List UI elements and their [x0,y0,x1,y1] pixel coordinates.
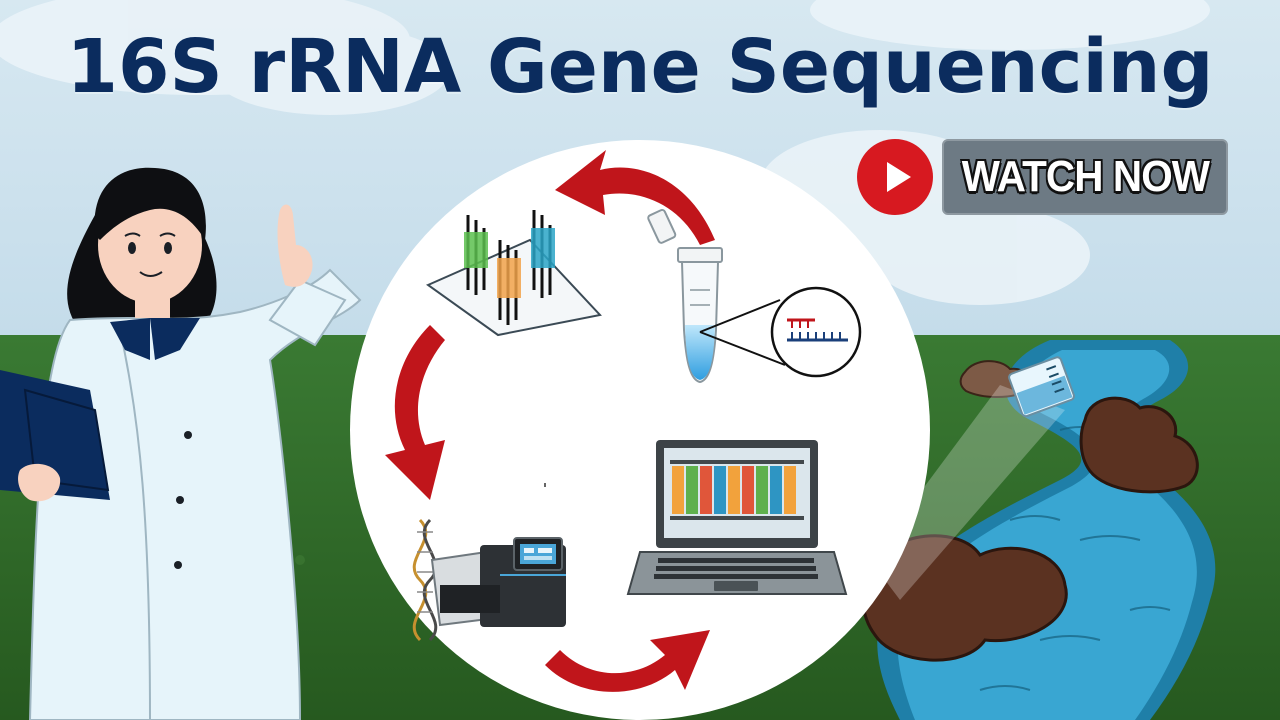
watch-now-button[interactable]: WATCH NOW [856,138,1228,216]
rocks [861,360,1199,662]
dna-primer-magnifier-icon [699,286,862,378]
arrow-top [555,150,715,245]
watch-now-label-box[interactable]: WATCH NOW [942,139,1228,215]
rock-icon [861,534,1068,662]
cycle-arrows [385,150,715,692]
youtube-play-icon[interactable] [856,138,934,216]
scientist-illustration [0,167,362,720]
arrow-bottom [545,630,710,692]
microcentrifuge-tube-icon [647,208,723,384]
dna-helix-icon [412,518,438,642]
watch-now-label: WATCH NOW [961,152,1209,201]
sequencer-machine-icon [430,537,566,627]
page-title: 16S rRNA Gene Sequencing [66,24,1214,110]
rock-icon [1079,396,1199,494]
sequencing-slide-icon [425,210,602,337]
process-circle [350,140,930,720]
arrow-left [385,325,445,500]
light-beam [870,385,1065,600]
beaker-sample-icon [1008,356,1075,418]
laptop-sequence-icon [626,440,848,595]
